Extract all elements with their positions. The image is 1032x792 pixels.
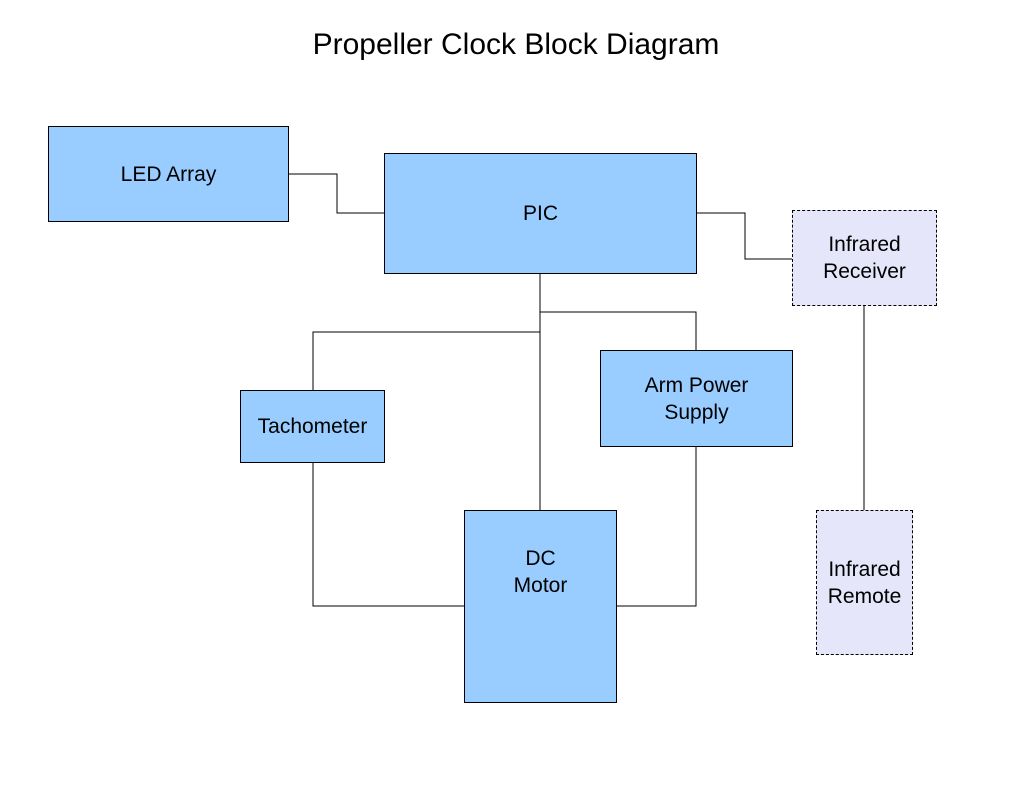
wire-tachometer-dc-motor <box>312 462 465 607</box>
wire-pic-arm-power-supply <box>540 311 697 351</box>
wire-led-array-pic <box>288 173 384 214</box>
diagram-title: Propeller Clock Block Diagram <box>312 28 720 61</box>
arm-power-supply-block: Arm Power Supply <box>600 350 793 447</box>
tachometer-block: Tachometer <box>240 390 385 463</box>
wire-pic-infrared-receiver <box>696 212 792 260</box>
pic-block: PIC <box>384 153 697 274</box>
wire-pic-tachometer <box>312 331 540 391</box>
dc-motor-block: DC Motor <box>464 510 617 703</box>
infrared-remote-block: Infrared Remote <box>816 510 913 655</box>
led-array-block: LED Array <box>48 126 289 222</box>
wire-arm-power-supply-dc-motor <box>616 446 697 607</box>
infrared-receiver-block: Infrared Receiver <box>792 210 937 306</box>
